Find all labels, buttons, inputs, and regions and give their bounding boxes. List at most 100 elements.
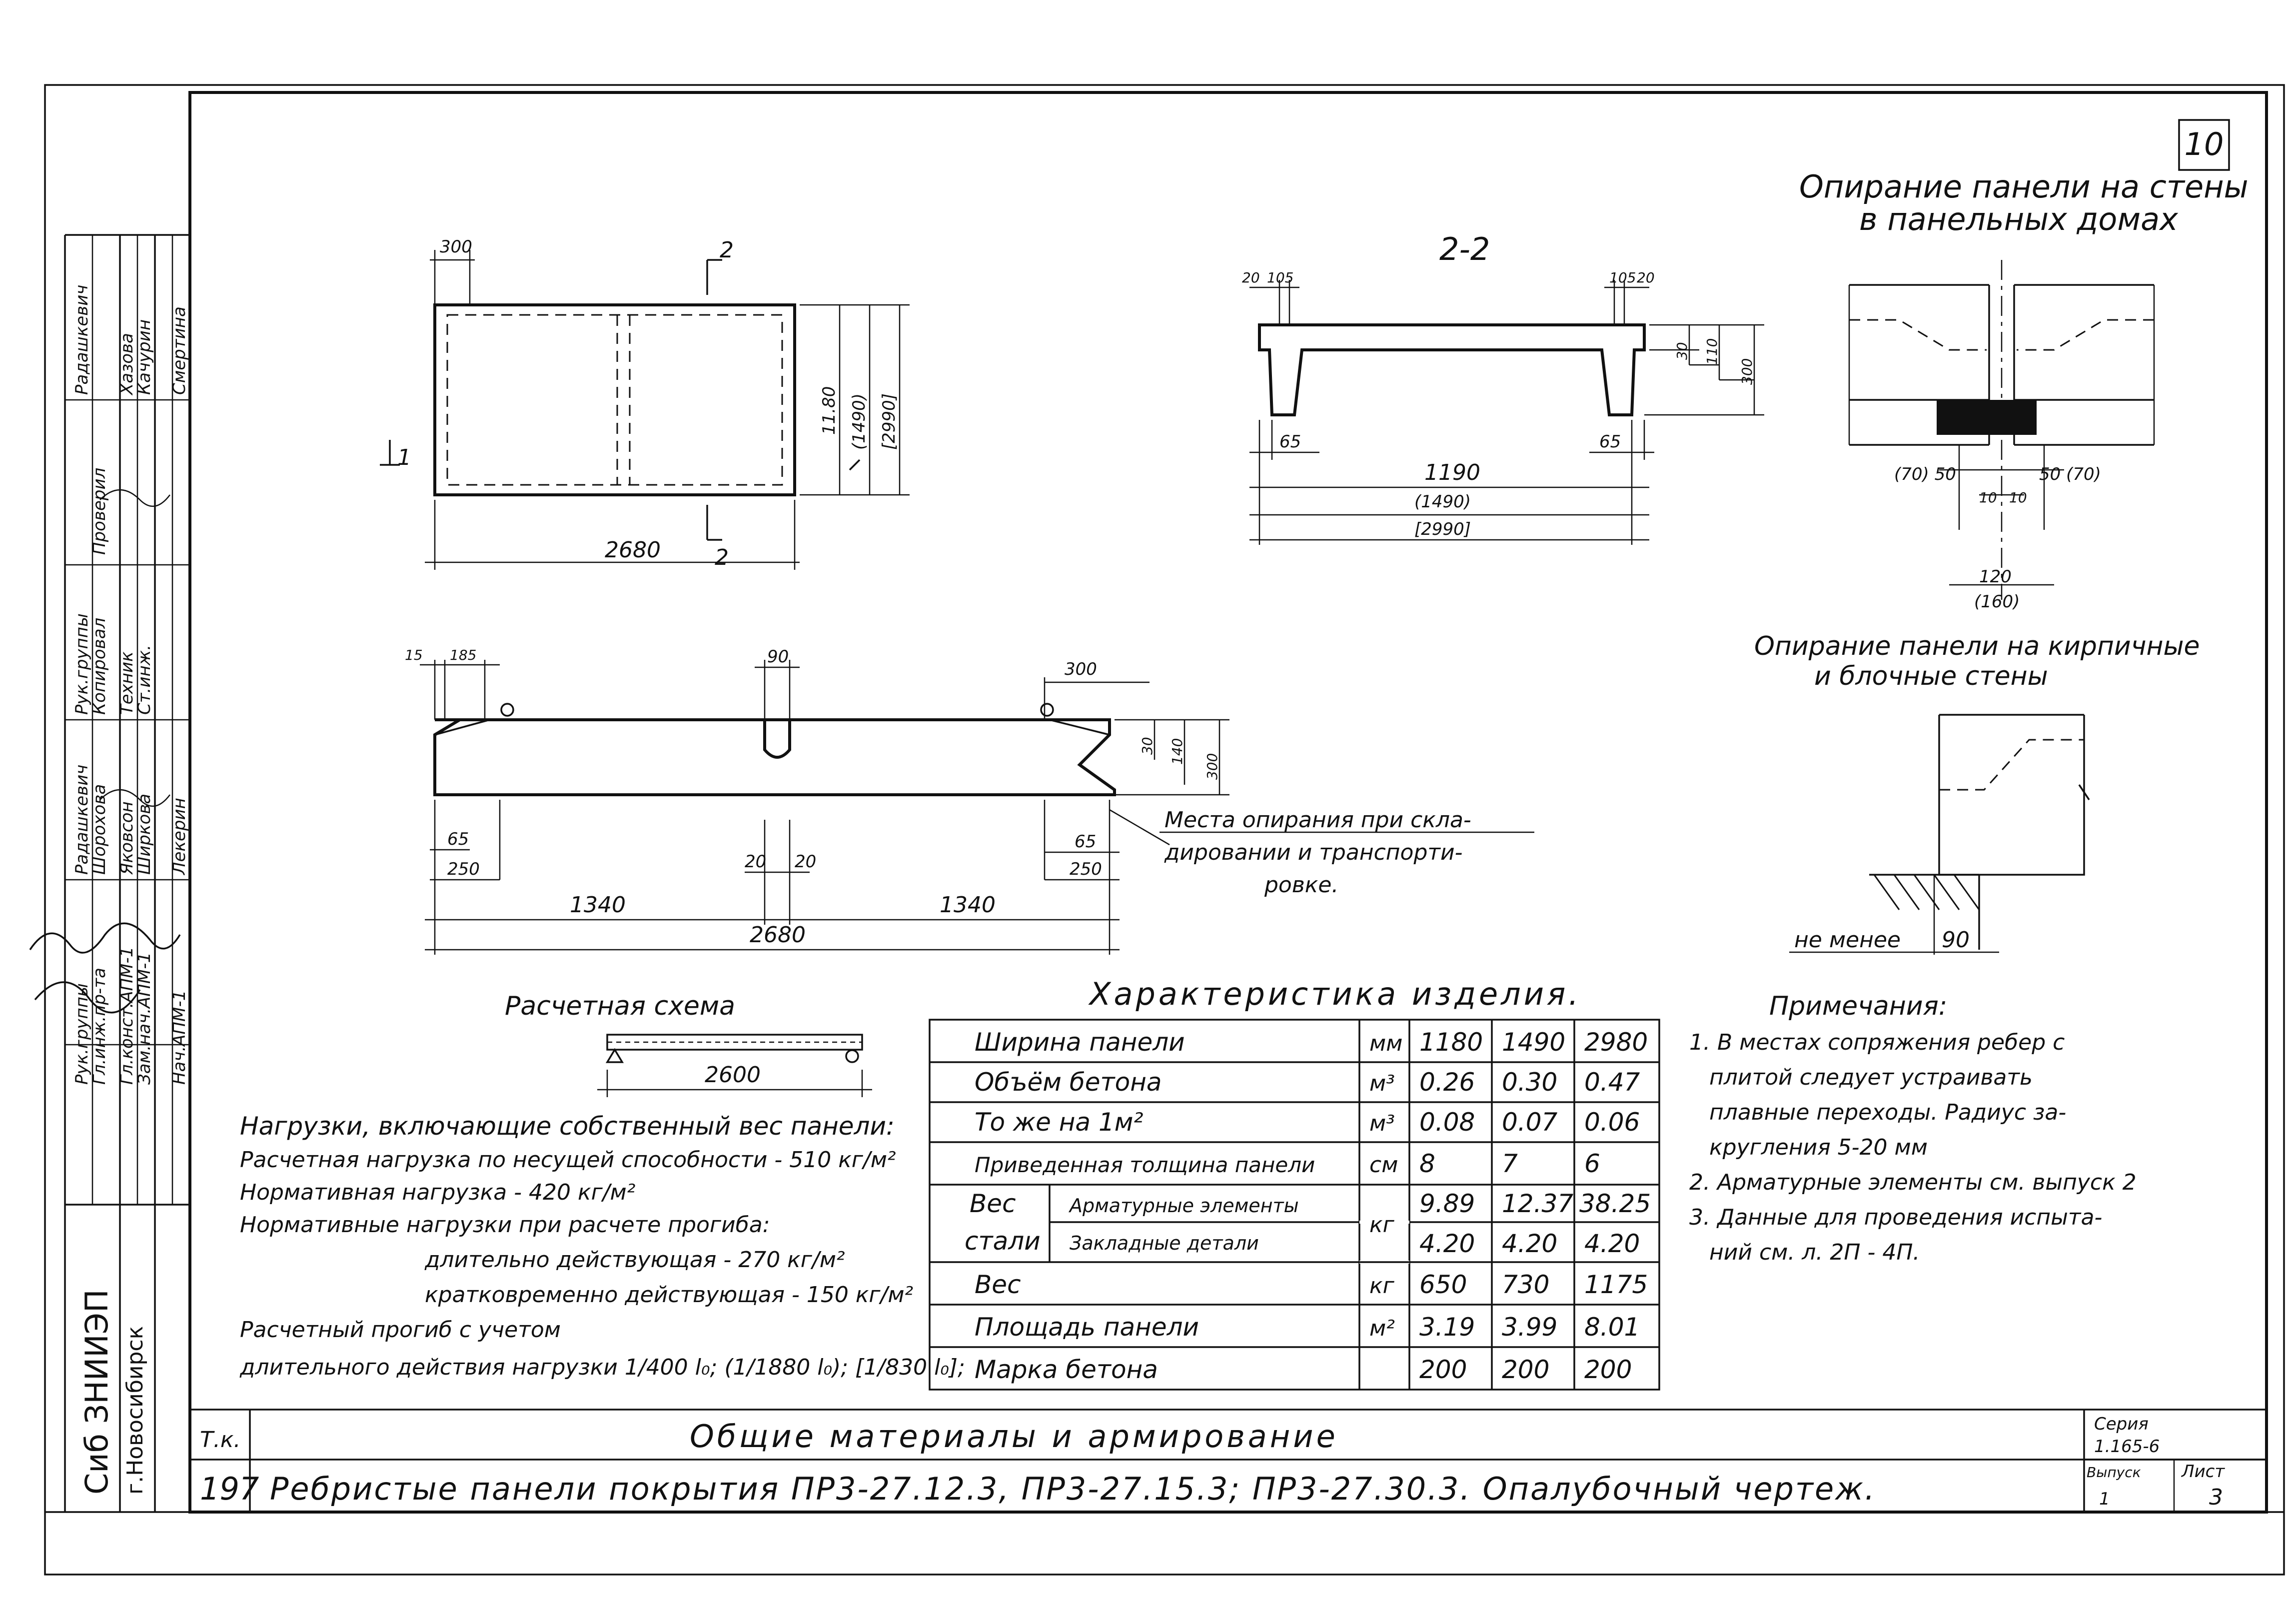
detail-title: в панельных домах bbox=[1859, 201, 2179, 237]
table-cell: 4.20 bbox=[1419, 1229, 1475, 1258]
table-cell: м³ bbox=[1369, 1111, 1395, 1136]
dim-label: 110 bbox=[1704, 338, 1720, 365]
row-number: 197 bbox=[200, 1471, 259, 1507]
dim-label: (1490) bbox=[849, 393, 869, 450]
notes: Примечания: 1. В местах сопряжения ребер… bbox=[1689, 991, 2137, 1265]
table-cell: 0.47 bbox=[1584, 1068, 1640, 1097]
table-cell: 200 bbox=[1584, 1355, 1632, 1384]
min-label: не менее bbox=[1794, 927, 1901, 953]
tk-label: Т.к. bbox=[200, 1427, 240, 1453]
role-label: Рук.группы bbox=[72, 613, 92, 715]
table-cell: Вес bbox=[970, 1189, 1016, 1218]
role-label: Нач.АПМ-1 bbox=[169, 990, 189, 1085]
loads-line: кратковременно действующая - 150 кг/м² bbox=[425, 1282, 913, 1308]
support-detail-brick: Опирание панели на кирпичные и блочные с… bbox=[1754, 631, 2200, 955]
dim-label: 300 bbox=[1204, 753, 1220, 780]
dim-label: 10 bbox=[2009, 489, 2027, 506]
role-label: Техник bbox=[117, 651, 137, 715]
section-2-2: 2-2 20 105 105 20 30 110 300 65 65 1190 bbox=[1242, 231, 1764, 545]
storage-note: ровке. bbox=[1264, 872, 1338, 898]
sheet-value: 3 bbox=[2209, 1485, 2223, 1510]
name-label: Ширкова bbox=[134, 794, 154, 875]
series-label: Серия bbox=[2094, 1414, 2149, 1434]
dim-label: (70) 50 bbox=[1894, 464, 1956, 484]
loads-line: Нормативные нагрузки при расчете прогиба… bbox=[240, 1212, 770, 1238]
signature-strip: Рук.группы Гл.инж.пр-та Гл.конст.АПМ-1 З… bbox=[29, 234, 190, 1512]
sheet-label: Лист bbox=[2181, 1462, 2225, 1482]
dim-label: 105 bbox=[1267, 269, 1293, 286]
dim-label: 30 bbox=[1674, 342, 1690, 360]
table-cell: стали bbox=[965, 1227, 1041, 1256]
table-cell: Вес bbox=[975, 1270, 1021, 1299]
loads-text: Нагрузки, включающие собственный вес пан… bbox=[239, 1112, 965, 1380]
table-cell: 12.37 bbox=[1502, 1189, 1573, 1218]
title-line1: Общие материалы и армирование bbox=[690, 1418, 1338, 1455]
table-cell: 0.08 bbox=[1419, 1108, 1475, 1137]
dim-label: 1340 bbox=[940, 892, 996, 918]
dim-label: 11.80 bbox=[819, 386, 839, 435]
dim-label: 65 bbox=[1279, 432, 1301, 452]
dim-label: 65 bbox=[1599, 432, 1621, 452]
table-cell: 1180 bbox=[1419, 1028, 1483, 1057]
notes-line: ний см. л. 2П - 4П. bbox=[1709, 1240, 1920, 1265]
role-label: Рук.группы bbox=[72, 983, 92, 1085]
loads-line: длительного действия нагрузки 1/400 l₀; … bbox=[239, 1355, 965, 1380]
table-cell: Закладные детали bbox=[1070, 1232, 1259, 1254]
name-label: Радашкевич bbox=[72, 285, 92, 395]
loads-line: длительно действующая - 270 кг/м² bbox=[424, 1247, 845, 1273]
table-cell: 0.30 bbox=[1502, 1068, 1557, 1097]
notes-line: плавные переходы. Радиус за- bbox=[1709, 1100, 2066, 1125]
plan-view: 300 2 2 11.80 (1490) [2990] 1 2680 bbox=[380, 237, 910, 570]
detail-title: Опирание панели на кирпичные bbox=[1754, 631, 2200, 661]
dim-label: 65 bbox=[447, 829, 469, 849]
storage-note: Места опирания при скла- bbox=[1164, 807, 1471, 833]
dim-label: 90 bbox=[767, 647, 789, 667]
elevation-view: 15 185 90 300 30 140 300 65 250 20 20 65… bbox=[405, 647, 1534, 955]
table-cell: 9.89 bbox=[1419, 1189, 1475, 1218]
table-cell: м³ bbox=[1369, 1071, 1395, 1096]
dim-label: 20 bbox=[745, 852, 766, 872]
notes-line: 3. Данные для проведения испыта- bbox=[1689, 1205, 2102, 1230]
table-cell: кг bbox=[1369, 1212, 1395, 1238]
notes-line: 1. В местах сопряжения ребер с bbox=[1689, 1030, 2065, 1055]
dim-label: 10 bbox=[1979, 489, 1997, 506]
table-cell: Ширина панели bbox=[975, 1028, 1185, 1057]
role-label: Копировал bbox=[89, 618, 109, 715]
series-value: 1.165-6 bbox=[2094, 1437, 2160, 1457]
dim-label: 140 bbox=[1169, 738, 1185, 765]
dim-label: [2990] bbox=[1414, 519, 1471, 539]
table-cell: кг bbox=[1369, 1273, 1395, 1299]
loads-line: Нагрузки, включающие собственный вес пан… bbox=[240, 1112, 895, 1141]
sheet-frame: 10 bbox=[44, 84, 2285, 1576]
dim-label: 2680 bbox=[750, 922, 806, 948]
role-label: Ст.инж. bbox=[134, 645, 154, 715]
role-label: Гл.конст.АПМ-1 bbox=[117, 947, 137, 1085]
table-cell: То же на 1м² bbox=[975, 1108, 1144, 1137]
dim-label: 250 bbox=[447, 859, 480, 879]
role-label: Зам.нач.АПМ-1 bbox=[134, 952, 154, 1085]
dim-label: 90 bbox=[1942, 927, 1970, 953]
characteristics-table: Характеристика изделия. Ширина панели Об… bbox=[929, 976, 1660, 1391]
table-cell: Площадь панели bbox=[975, 1313, 1199, 1342]
detail-title: и блочные стены bbox=[1814, 661, 2048, 691]
table-cell: Марка бетона bbox=[975, 1355, 1158, 1384]
dim-label: 20 bbox=[1242, 269, 1260, 286]
notes-line: кругления 5-20 мм bbox=[1709, 1135, 1928, 1160]
dim-label: 1340 bbox=[570, 892, 626, 918]
dim-label: 2680 bbox=[605, 537, 661, 563]
dim-label: 50 (70) bbox=[2039, 464, 2101, 484]
table-title: Характеристика изделия. bbox=[1088, 976, 1581, 1012]
loads-line: Расчетный прогиб с учетом bbox=[240, 1317, 561, 1343]
dim-label: 20 bbox=[795, 852, 816, 872]
table-cell: 200 bbox=[1502, 1355, 1549, 1384]
name-label: Лекерин bbox=[169, 798, 189, 876]
section-mark: 2 bbox=[720, 237, 734, 263]
table-cell: 730 bbox=[1502, 1270, 1549, 1299]
scheme-title: Расчетная схема bbox=[505, 991, 735, 1021]
section-title: 2-2 bbox=[1439, 231, 1490, 267]
dim-label: 65 bbox=[1075, 832, 1096, 852]
dim-label: 185 bbox=[450, 647, 476, 663]
table-cell: 8 bbox=[1419, 1149, 1435, 1178]
table-cell: 1175 bbox=[1584, 1270, 1648, 1299]
